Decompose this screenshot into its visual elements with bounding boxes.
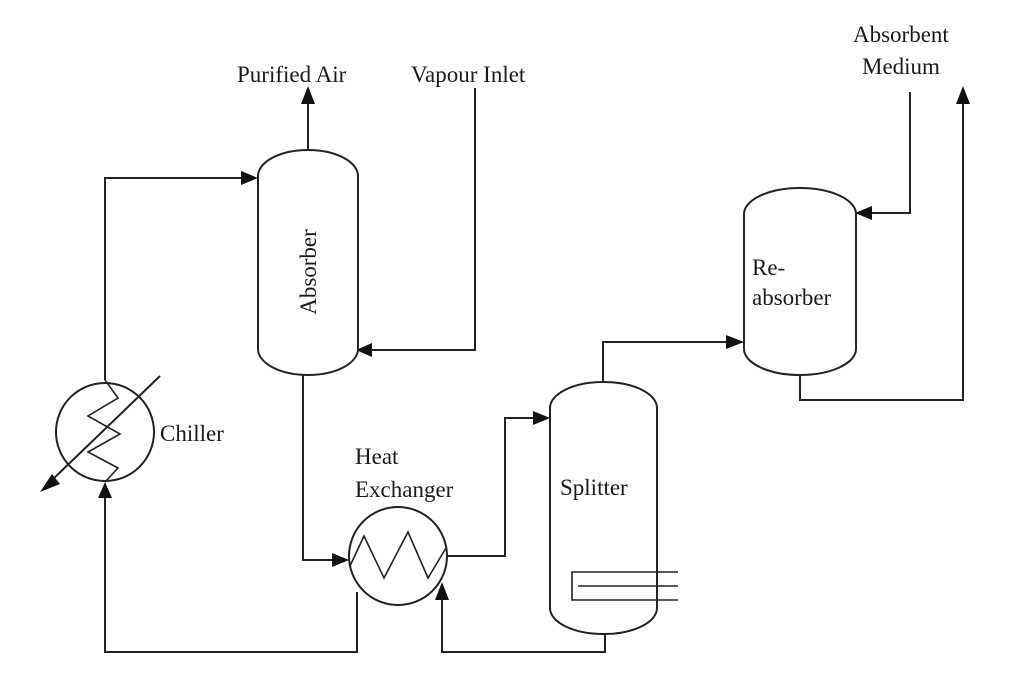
arrow-absorbent-out bbox=[956, 86, 970, 104]
chiller-coil bbox=[86, 379, 122, 483]
vapour-inlet-label: Vapour Inlet bbox=[411, 62, 526, 87]
stream-hx-to-chiller bbox=[104, 496, 358, 653]
heat-exchanger-label-line1: Heat bbox=[355, 444, 399, 469]
chiller-symbol bbox=[55, 382, 155, 482]
heat-exchanger-symbol bbox=[348, 506, 448, 606]
chiller-label: Chiller bbox=[160, 421, 224, 446]
stream-hx-to-splitter bbox=[447, 417, 535, 557]
absorber-vessel bbox=[257, 149, 359, 376]
arrow-absorber-to-hx bbox=[332, 553, 349, 567]
stream-absorber-to-hx bbox=[302, 374, 334, 561]
absorber-label: Absorber bbox=[296, 229, 321, 315]
heat-exchanger-label-line2: Exchanger bbox=[355, 477, 454, 502]
stream-chiller-to-absorber bbox=[104, 177, 243, 380]
arrow-splitter-to-hx bbox=[435, 582, 449, 600]
stream-vapour-inlet bbox=[370, 88, 476, 351]
purified-air-label: Purified Air bbox=[237, 62, 347, 87]
splitter-label: Splitter bbox=[560, 475, 628, 500]
stream-absorbent-in bbox=[870, 92, 911, 214]
arrow-purified-air bbox=[301, 86, 315, 104]
reabsorber-label-line2: absorber bbox=[752, 285, 832, 310]
arrow-absorbent-in bbox=[855, 206, 872, 220]
absorbent-label-line1: Absorbent bbox=[853, 22, 949, 47]
reabsorber-label-line1: Re- bbox=[752, 255, 785, 280]
stream-splitter-to-reabsorber bbox=[602, 341, 728, 382]
chiller-diagonal-arrow bbox=[40, 474, 60, 492]
arrow-hx-to-splitter bbox=[533, 411, 550, 425]
splitter-vessel bbox=[549, 381, 658, 635]
stream-absorbent-out bbox=[799, 102, 964, 401]
heat-exchanger-coil bbox=[349, 530, 447, 580]
absorbent-label-line2: Medium bbox=[862, 54, 940, 79]
arrow-vapour-inlet bbox=[356, 343, 372, 357]
arrow-chiller-to-absorber bbox=[241, 171, 258, 185]
arrow-splitter-to-reabsorber bbox=[726, 335, 744, 349]
arrow-hx-to-chiller bbox=[98, 482, 112, 498]
reabsorber-vessel bbox=[743, 187, 857, 376]
splitter-reboiler-coil bbox=[571, 571, 678, 601]
chiller-diagonal-line bbox=[49, 375, 161, 483]
stream-splitter-to-hx bbox=[441, 598, 606, 653]
